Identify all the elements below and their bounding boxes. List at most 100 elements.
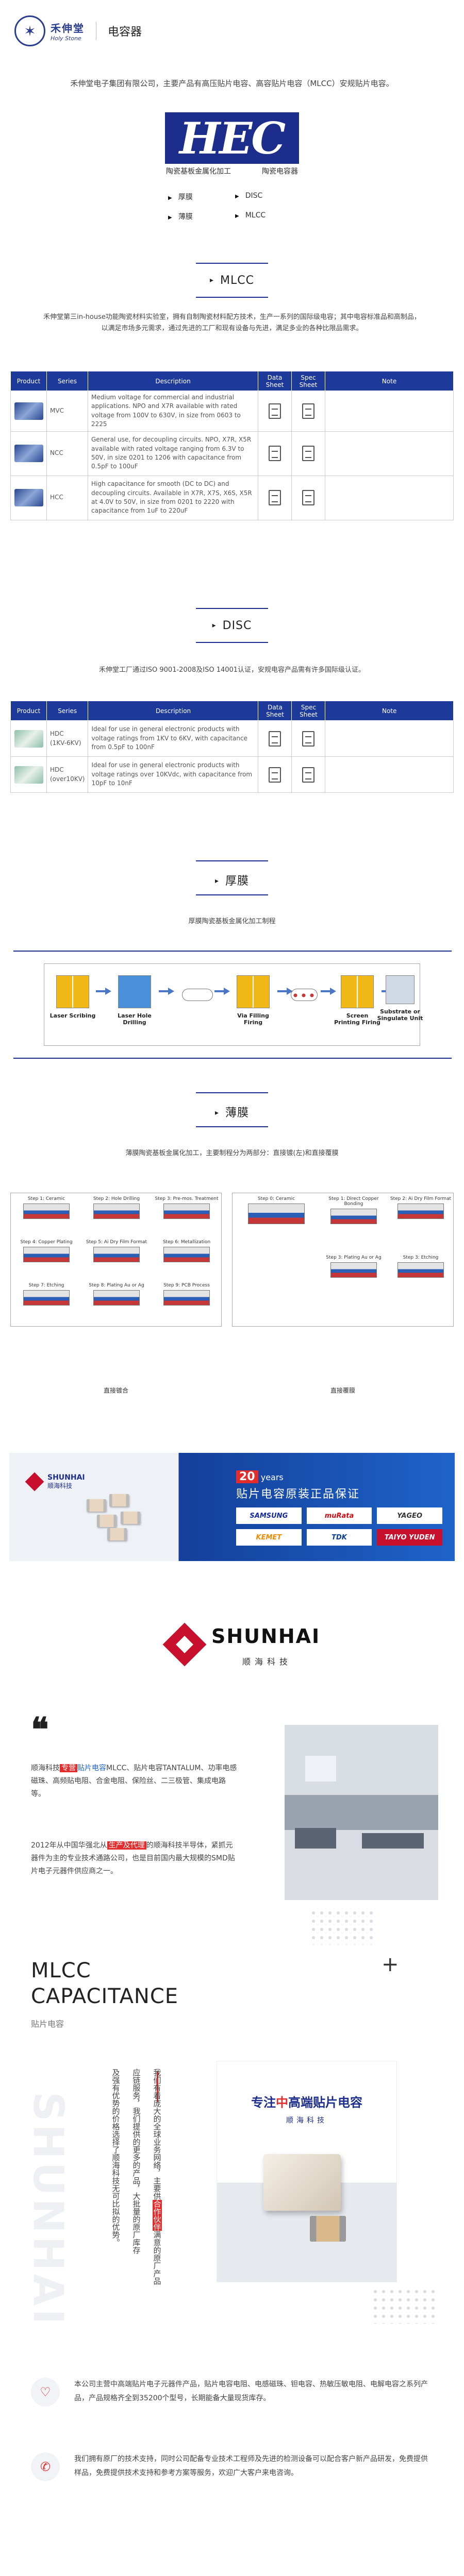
info-text: 本公司主营中高端贴片电子元器件产品，贴片电容电阻、电感磁珠、钽电容、热敏压敏电阻… [74, 2380, 428, 2402]
thin-step: Step 1: Direct Copper Bonding [320, 1196, 387, 1224]
col-header: Data Sheet [258, 371, 292, 391]
description-cell: Ideal for use in general electronic prod… [88, 756, 259, 793]
datasheet-link[interactable] [258, 431, 292, 476]
mlcc-description: 禾伸堂第三in-house功能陶瓷材料实验室，拥有自制陶瓷材料配方技术，生产一系… [43, 313, 421, 333]
datasheet-link[interactable] [258, 475, 292, 520]
banner-slogan: 贴片电容原装正品保证 [236, 1488, 360, 1501]
step-label: Screen Printing Firing [334, 1012, 380, 1026]
step-label: Step 7: Etching [28, 1283, 64, 1288]
step-label: Step 6: Metallization [162, 1240, 211, 1245]
hec-item-mlcc[interactable]: MLCC [235, 211, 302, 222]
heading-line: CAPACITANCE [31, 1985, 179, 2008]
capacitor-image [310, 2216, 346, 2242]
text: 的顺海科技半导体，紧抓元器件为主的专业技术通路公司，也是目前国内最大规模的SMD… [31, 1841, 235, 1876]
brand-name-en: Holy Stone [51, 35, 81, 42]
disc-description: 禾伸堂工厂通过ISO 9001-2008及ISO 14001认证，安规电容产品需… [98, 666, 366, 674]
info-block-products: ♡ 本公司主营中高端贴片电子元器件产品，贴片电容电阻、电感磁珠、钽电容、热敏压敏… [31, 2378, 433, 2406]
header: ✶ 禾伸堂 Holy Stone 电容器 [0, 0, 464, 62]
mlcc-product-table: Product Series Description Data Sheet Sp… [10, 371, 454, 520]
text: 顺海科技 [31, 1764, 60, 1772]
description-cell: Ideal for use in general electronic prod… [88, 720, 259, 757]
brand-logo-kemet: KEMET [236, 1529, 302, 1546]
specsheet-link[interactable] [291, 391, 325, 432]
thin-step: Step 8: Plating Au or Ag [83, 1283, 150, 1306]
brand-cn: 顺海科技 [47, 1482, 73, 1489]
company-intro-1: 顺海科技专营贴片电容MLCC、贴片电容TANTALUM、功率电感磁珠、高频贴电阻… [31, 1762, 237, 1801]
specsheet-link[interactable] [291, 756, 326, 793]
thin-step: Step 0: Ceramic [238, 1196, 315, 1224]
highlight-blue: 贴片电容 [77, 1764, 106, 1772]
hec-product-list: 厚膜 DISC 薄膜 MLCC [168, 192, 302, 222]
product-image [10, 431, 47, 476]
phone-icon[interactable]: ✆ [31, 2452, 60, 2481]
disc-product-table: Product Series Description Data Sheet Sp… [10, 701, 454, 793]
promo-subtitle: 顺海科技 [286, 2116, 327, 2125]
years-number: 20 [236, 1470, 258, 1483]
flow-step: Screen Printing Firing [334, 975, 380, 1026]
note-cell [325, 756, 454, 793]
col-header: Spec Sheet [291, 371, 325, 391]
section-title-mlcc: MLCC [0, 263, 464, 299]
brand-logo-murata: muRata [306, 1507, 372, 1524]
thin-step: Step 7: Etching [13, 1283, 80, 1306]
hec-item-thick[interactable]: 厚膜 [168, 192, 235, 202]
brand-name-cn: 禾伸堂 [51, 22, 85, 35]
flow-step: Laser Scribing [49, 975, 96, 1019]
shunhai-watermark: SHUNHAI [26, 2092, 72, 2328]
text: 专注 [251, 2095, 276, 2110]
specsheet-link[interactable] [291, 475, 325, 520]
thin-description: 薄膜陶瓷基板金属化加工，主要制程分为两部分：直接镀(左)和直接覆膜 [125, 1149, 339, 1157]
plus-icon[interactable]: + [382, 1953, 399, 1976]
thin-step: Step 3: Etching [387, 1255, 454, 1278]
specsheet-link[interactable] [291, 720, 326, 757]
section-title-thick: 厚膜 [0, 860, 464, 896]
document-icon [302, 403, 314, 419]
specsheet-link[interactable] [291, 431, 325, 476]
note-cell [325, 391, 454, 432]
hec-item-thin[interactable]: 薄膜 [168, 211, 235, 222]
col-header: Data Sheet [258, 701, 292, 721]
brand-logo-yageo: YAGEO [377, 1507, 442, 1524]
heart-icon: ♡ [31, 2378, 60, 2406]
product-image [10, 475, 47, 520]
text: 高端贴片电容 [288, 2095, 362, 2110]
thin-step: Step 9: PCB Process [153, 1283, 220, 1306]
table-row: MVC Medium voltage for commercial and in… [10, 391, 454, 432]
step-label: Substrate or Singulate Unit [377, 1008, 423, 1022]
step-label: Step 3: Pre-mos. Treatment [155, 1196, 219, 1201]
datasheet-link[interactable] [258, 391, 292, 432]
info-text: 我们拥有原厂的技术支持，同时公司配备专业技术工程师及先进的检测设备可以配合客户新… [74, 2455, 428, 2477]
shunhai-brand: SHUNHAI 顺海科技 [0, 1613, 464, 1690]
document-icon [302, 446, 314, 462]
col-header: Description [88, 701, 259, 721]
hec-item-disc[interactable]: DISC [235, 192, 302, 202]
quote-mark-icon: ❝ [31, 1710, 49, 1749]
datasheet-link[interactable] [258, 756, 292, 793]
intro-text: 禾伸堂电子集团有限公司，主要产品有高压贴片电容、高容贴片电容（MLCC）安规贴片… [70, 79, 394, 88]
series-cell: HCC [46, 475, 88, 520]
title-line [196, 894, 268, 895]
flow-step: Laser Hole Drilling [111, 975, 158, 1026]
arrow-icon [96, 988, 111, 995]
heading-line: MLCC [31, 1959, 91, 1982]
step-label: Step 9: PCB Process [163, 1283, 210, 1288]
mlcc-subheading: 贴片电容 [31, 2019, 64, 2029]
brand-logos: SAMSUNG muRata YAGEO KEMET TDK TAIYO YUD… [236, 1507, 442, 1546]
arrow-icon [321, 988, 336, 995]
hec-caption-right: 陶瓷电容器 [262, 167, 298, 176]
highlight: 专营 [60, 1764, 77, 1772]
text: 满意的原厂产品 [152, 2231, 162, 2285]
title-line [196, 642, 268, 643]
arrow-icon [214, 988, 230, 995]
years-badge: 20 years [236, 1470, 284, 1483]
datasheet-link[interactable] [258, 720, 292, 757]
dots-decoration [371, 2287, 438, 2324]
document-icon [302, 731, 315, 747]
title-line [196, 263, 268, 264]
flow-step [289, 989, 320, 1001]
title-line [196, 1126, 268, 1127]
page-category: 电容器 [108, 26, 142, 39]
step-label: Via Filling Firing [237, 1012, 269, 1026]
document-icon [269, 731, 281, 747]
flow-step [174, 989, 221, 1001]
